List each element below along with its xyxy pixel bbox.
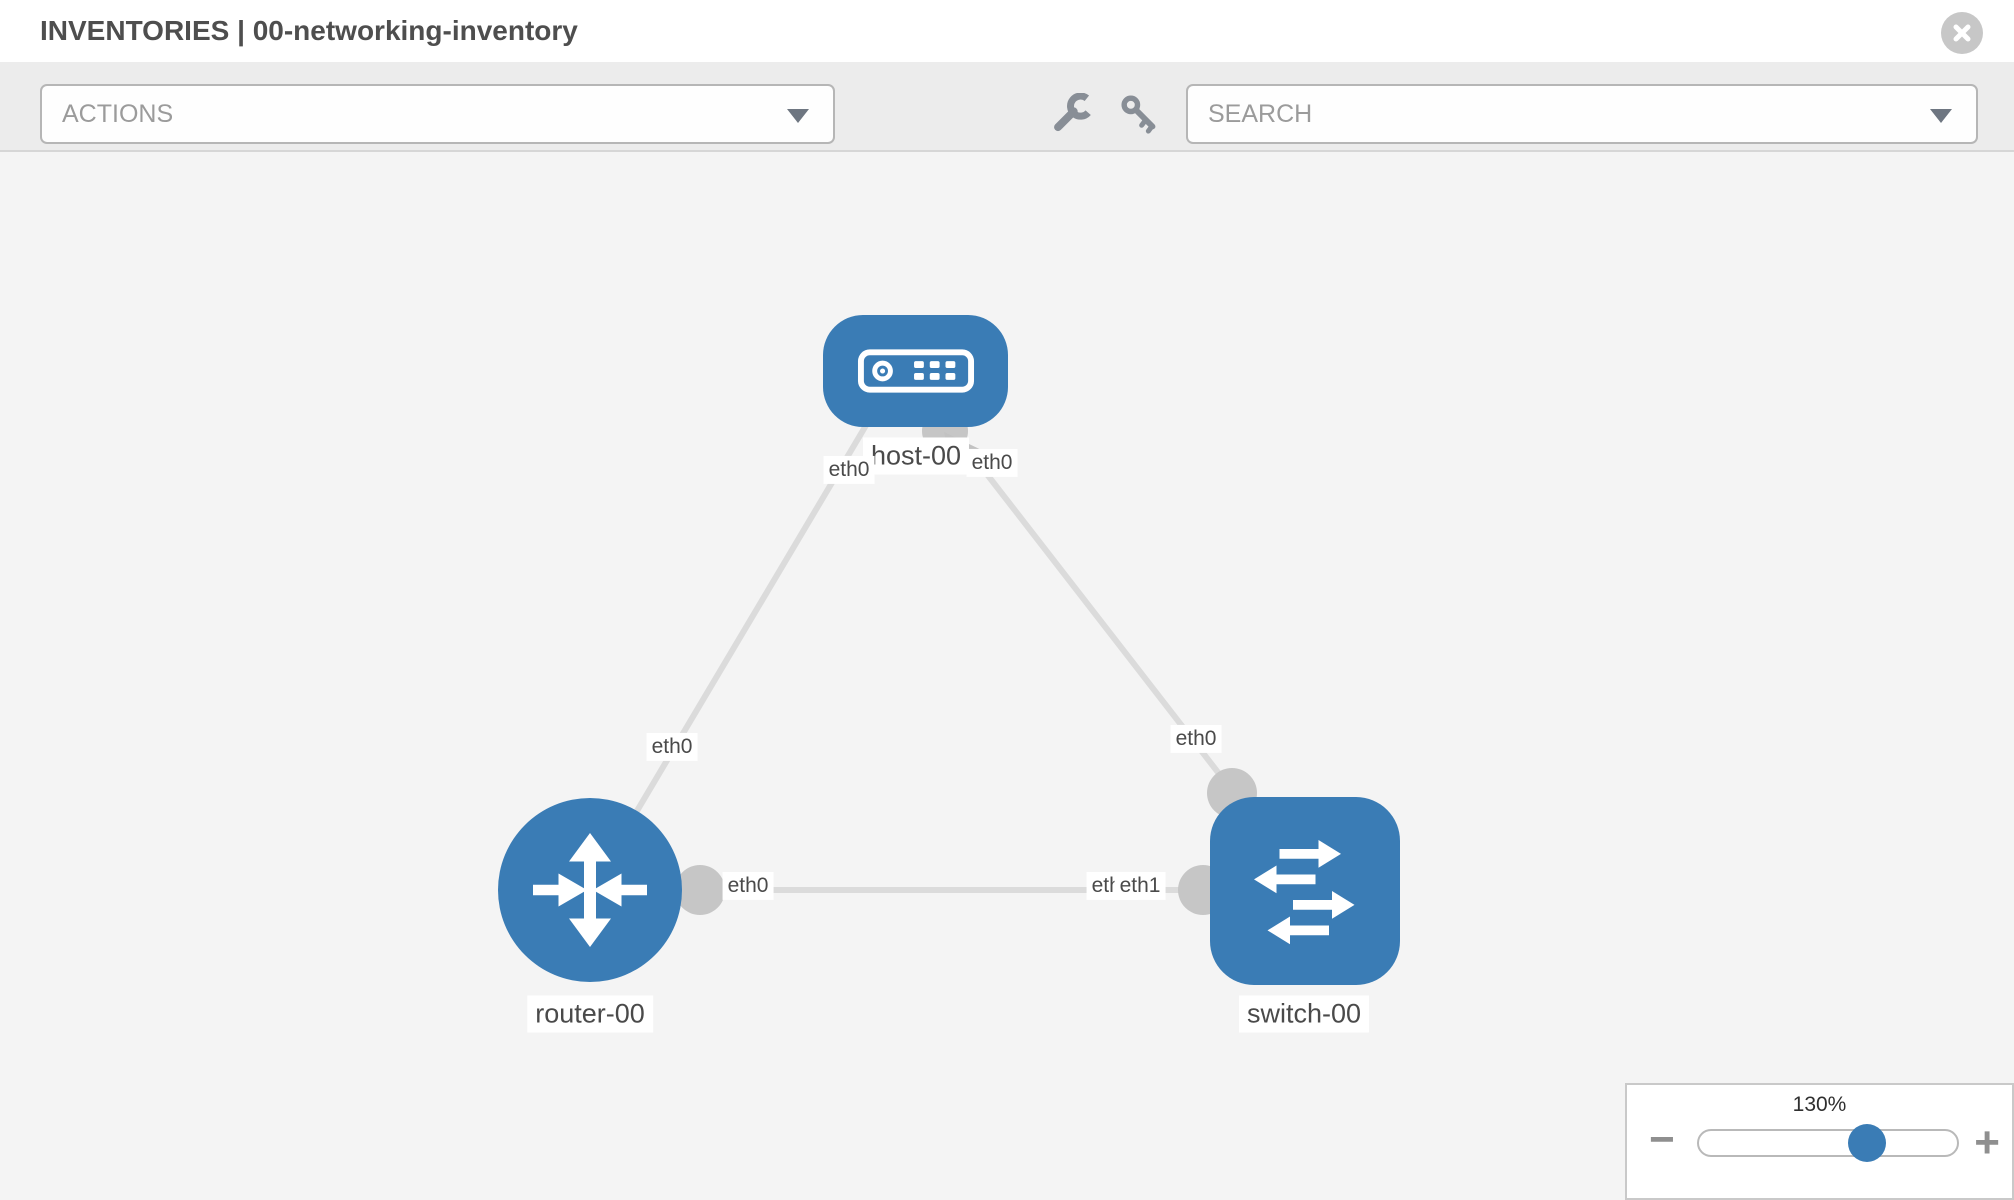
interface-label-host-eth0-right: eth0 [966, 448, 1018, 478]
key-icon [1121, 95, 1156, 134]
zoom-in-button[interactable]: + [1974, 1118, 2000, 1167]
router-icon [533, 833, 647, 947]
topology-canvas[interactable]: host-00 router-00 switch-00 eth0 eth0 et… [0, 152, 2014, 1200]
wrench-icon [1054, 93, 1091, 132]
interface-label-switch-top-eth0: eth0 [1170, 724, 1222, 754]
credentials-button[interactable] [1118, 92, 1162, 136]
chevron-down-icon [787, 109, 809, 123]
server-icon [857, 349, 974, 393]
link-host-switch [945, 422, 1261, 826]
topology-graph [587, 408, 1305, 915]
interface-label-router-link-eth0: eth0 [646, 732, 698, 762]
header-bar: INVENTORIES | 00-networking-inventory [0, 0, 2014, 62]
actions-dropdown-label: ACTIONS [62, 99, 174, 128]
chevron-down-icon [1930, 109, 1952, 123]
zoom-slider-track[interactable] [1697, 1124, 1959, 1162]
zoom-level-value: 130% [1792, 1093, 1847, 1116]
interface-label-switch-eth1-front: eth1 [1114, 871, 1166, 901]
search-dropdown[interactable]: SEARCH [1186, 84, 1978, 144]
node-host-00[interactable] [823, 315, 1008, 427]
zoom-control-panel: 130% − + [1625, 1083, 2014, 1200]
interface-label-host-eth0-left: eth0 [823, 455, 875, 485]
actions-dropdown[interactable]: ACTIONS [40, 84, 835, 144]
node-router-00[interactable] [498, 798, 682, 982]
node-label-router: router-00 [527, 995, 653, 1033]
interface-connector-router [675, 865, 725, 915]
close-button[interactable] [1941, 12, 1983, 54]
node-switch-00[interactable] [1210, 797, 1400, 985]
node-label-host: host-00 [862, 437, 970, 475]
node-label-switch: switch-00 [1238, 995, 1370, 1033]
page-title: INVENTORIES | 00-networking-inventory [40, 15, 578, 46]
interface-label-router-eth0: eth0 [722, 871, 774, 901]
switch-icon [1254, 840, 1355, 945]
toolbar: ACTIONS SEARCH [0, 62, 2014, 152]
search-dropdown-label: SEARCH [1208, 99, 1313, 128]
zoom-out-button[interactable]: − [1649, 1115, 1675, 1164]
zoom-slider-handle[interactable] [1848, 1124, 1886, 1162]
close-icon [1953, 24, 1971, 42]
configure-button[interactable] [1050, 92, 1094, 136]
